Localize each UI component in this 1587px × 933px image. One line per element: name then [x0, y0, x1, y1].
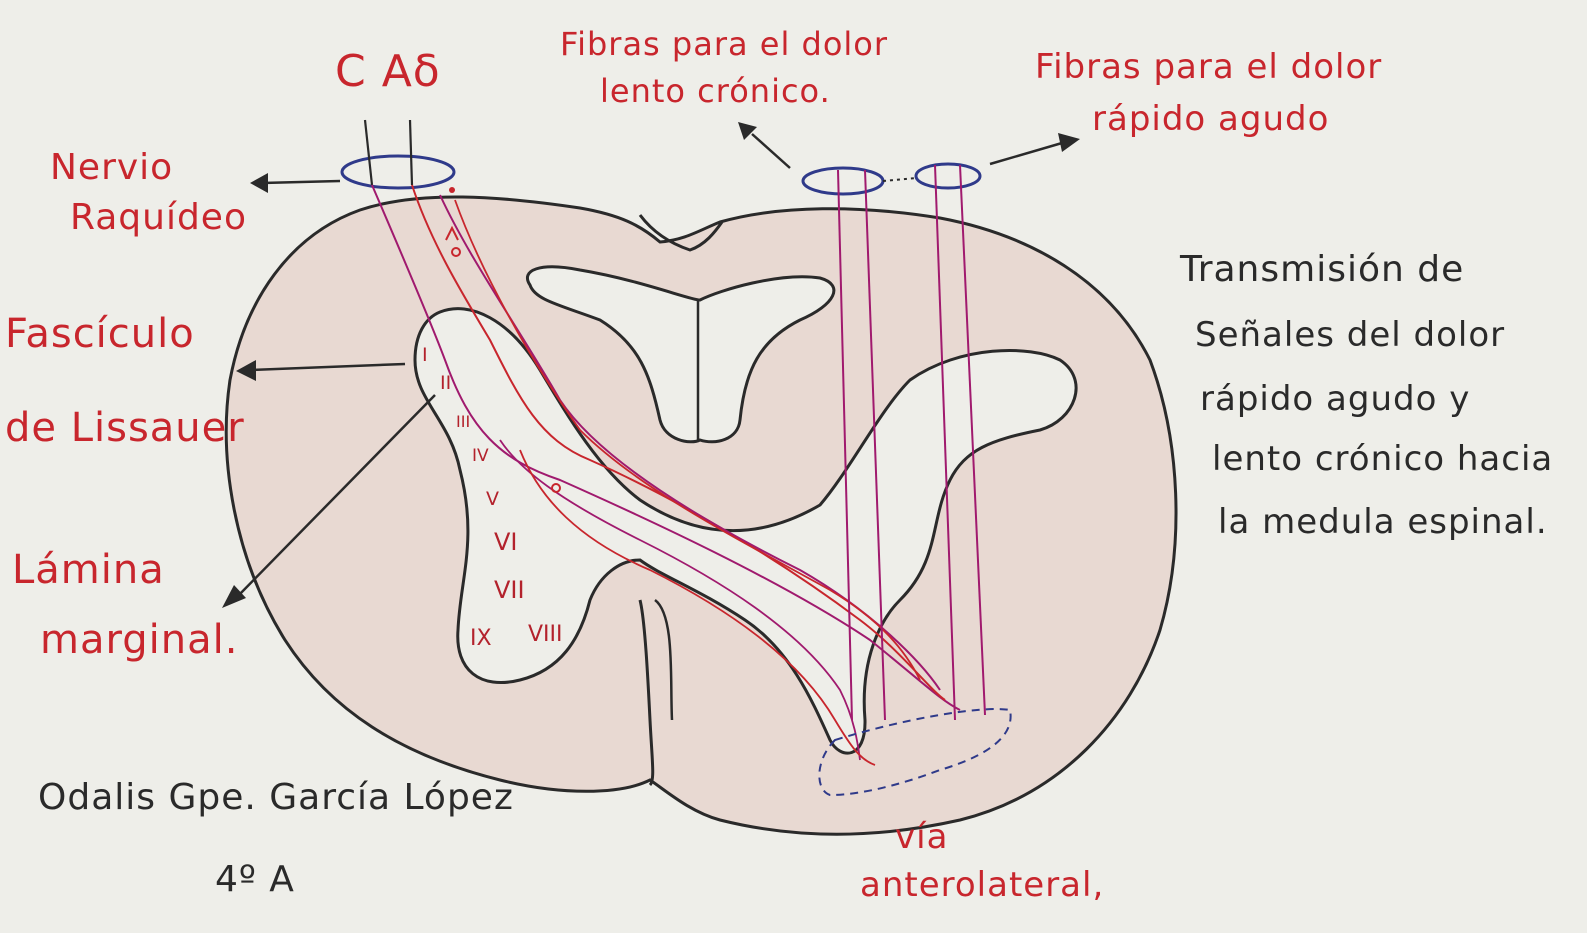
lamina-numeral-8: VIII	[528, 622, 563, 647]
bundle-connector-dots	[883, 178, 916, 181]
lamina-label-line1: Lámina	[12, 550, 165, 590]
anterolateral-label-line1: vía	[895, 820, 948, 854]
description-line3: rápido agudo y	[1200, 382, 1470, 416]
slow-fiber-bundle	[803, 168, 883, 194]
ad-fiber-line	[410, 120, 412, 185]
lamina-numeral-6: VI	[494, 528, 518, 556]
spinal-nerve-label-line1: Nervio	[50, 150, 173, 186]
spinal-nerve-bundle	[342, 156, 454, 188]
slow-fibers-label-line1: Fibras para el dolor	[560, 28, 888, 60]
slow-fibers-label-line2: lento crónico.	[600, 75, 831, 107]
lamina-numeral-4: IV	[472, 446, 489, 466]
description-line5: la medula espinal.	[1218, 505, 1548, 539]
synapse-dot-3	[449, 187, 455, 193]
lamina-numeral-2: II	[440, 372, 451, 394]
arrow-to-rapido	[990, 133, 1080, 164]
lissauer-label-line1: Fascículo	[5, 314, 195, 354]
author-group: 4º A	[215, 862, 295, 898]
lamina-numeral-1: I	[422, 344, 428, 366]
description-line4: lento crónico hacia	[1212, 442, 1553, 476]
anterolateral-label-line2: anterolateral,	[860, 868, 1104, 902]
author-name: Odalis Gpe. García López	[38, 780, 514, 816]
fiber-types-label: C Aδ	[335, 50, 441, 94]
description-line1: Transmisión de	[1180, 252, 1464, 288]
lamina-numeral-9: IX	[470, 626, 492, 651]
arrow-to-nervio	[250, 173, 340, 193]
arrow-to-lento	[738, 122, 790, 168]
lamina-numeral-7: VII	[494, 576, 525, 604]
description-line2: Señales del dolor	[1195, 318, 1505, 352]
fast-fibers-label-line2: rápido agudo	[1092, 102, 1329, 136]
c-fiber-line	[365, 120, 372, 185]
lamina-numeral-5: V	[486, 488, 499, 510]
lamina-numeral-3: III	[456, 412, 470, 431]
lamina-label-line2: marginal.	[40, 620, 238, 660]
spinal-nerve-label-line2: Raquídeo	[70, 200, 247, 236]
lissauer-label-line2: de Lissauer	[5, 408, 245, 448]
fast-fibers-label-line1: Fibras para el dolor	[1035, 50, 1382, 84]
fast-fiber-bundle	[916, 164, 980, 188]
